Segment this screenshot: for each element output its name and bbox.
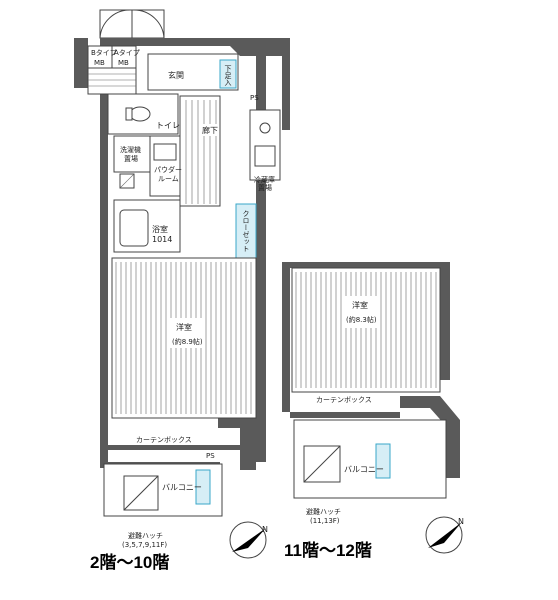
powder-room: パウダー ルーム bbox=[149, 135, 182, 197]
compass-left: N bbox=[229, 521, 268, 559]
caption-upper-floors: 11階～12階 bbox=[284, 541, 372, 560]
b-type-label: Bタイプ bbox=[91, 48, 117, 57]
compass-left-north: N bbox=[262, 525, 268, 534]
entrance-label: 玄関 bbox=[168, 70, 184, 80]
balcony-upper: バルコニー 避難ハッチ (11,13F) bbox=[293, 419, 447, 525]
hallway-label: 廊下 bbox=[202, 125, 218, 135]
western-room-upper: 洋室 (約8.3帖) カーテンボックス bbox=[291, 267, 441, 404]
balcony-lower: バルコニー PS 避難ハッチ (3,5,7,9,11F) bbox=[103, 452, 223, 549]
a-type-label: Aタイプ bbox=[114, 48, 140, 57]
hallway: 廊下 bbox=[179, 95, 221, 207]
mb-label-1: MB bbox=[94, 59, 105, 67]
caption-lower-floors: 2階～10階 bbox=[90, 553, 169, 572]
toilet-room: トイレ bbox=[107, 93, 180, 135]
entry-door-swing bbox=[99, 9, 165, 39]
washer-label-line1: 洗濯機 bbox=[120, 145, 141, 154]
kitchen: 冷蔵庫 置場 bbox=[249, 109, 281, 192]
balcony-lower-label: バルコニー bbox=[162, 483, 202, 492]
western-room-lower-size: (約8.9帖) bbox=[172, 337, 203, 346]
ps-label-1: PS bbox=[250, 94, 259, 102]
balcony-upper-label: バルコニー bbox=[344, 465, 384, 474]
right-plan-walls bbox=[282, 262, 460, 478]
powder-label-line2: ルーム bbox=[158, 175, 179, 183]
hatch-upper-line2: (11,13F) bbox=[310, 517, 340, 525]
meter-boxes: Bタイプ Aタイプ MB MB bbox=[87, 45, 140, 95]
western-room-lower-label: 洋室 bbox=[176, 322, 192, 332]
ps-label-2: PS bbox=[206, 452, 215, 460]
washer-area: 洗濯機 置場 bbox=[113, 135, 151, 189]
bath-size-label: 1014 bbox=[152, 235, 172, 244]
bath-label: 浴室 bbox=[152, 224, 168, 234]
powder-label-line1: パウダー bbox=[154, 165, 182, 174]
hatch-lower-line2: (3,5,7,9,11F) bbox=[122, 541, 167, 549]
washer-label-line2: 置場 bbox=[124, 154, 138, 163]
closet-label: クローゼット bbox=[242, 210, 250, 252]
hatch-lower-line1: 避難ハッチ bbox=[128, 531, 163, 540]
western-room-upper-size: (約8.3帖) bbox=[346, 315, 377, 324]
hatch-upper-line1: 避難ハッチ bbox=[306, 507, 341, 516]
entrance-area: 玄関 下足入 PS bbox=[147, 53, 259, 102]
curtain-box-lower-label: カーテンボックス bbox=[136, 436, 192, 444]
compass-right: N bbox=[425, 516, 464, 554]
mb-label-2: MB bbox=[118, 59, 129, 67]
curtain-box-upper-label: カーテンボックス bbox=[316, 396, 372, 404]
fridge-label-line2: 置場 bbox=[258, 183, 272, 192]
western-room-lower: 洋室 (約8.9帖) カーテンボックス bbox=[111, 257, 257, 444]
shoe-box-label: 下足入 bbox=[224, 65, 232, 86]
bath-room: 浴室 1014 bbox=[113, 199, 181, 253]
closet: クローゼット bbox=[235, 203, 257, 259]
western-room-upper-label: 洋室 bbox=[352, 300, 368, 310]
toilet-label: トイレ bbox=[156, 121, 180, 130]
fridge-label-line1: 冷蔵庫 bbox=[254, 175, 275, 184]
compass-right-north: N bbox=[458, 517, 464, 526]
